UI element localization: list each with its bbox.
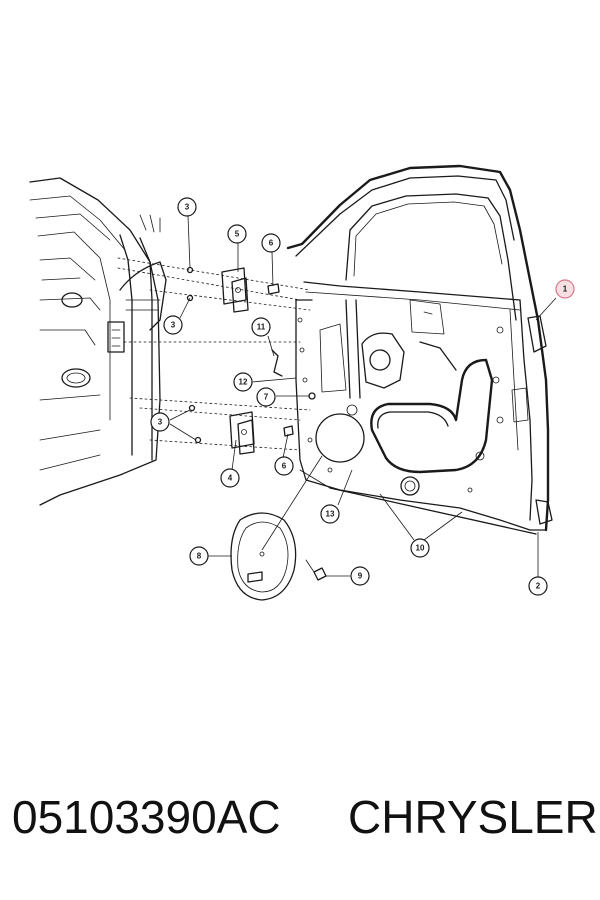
svg-text:13: 13 xyxy=(326,510,335,519)
svg-text:3: 3 xyxy=(185,203,190,212)
part-number: 05103390AC xyxy=(12,791,281,843)
callout-9: 9 xyxy=(350,566,370,586)
body-a-pillar xyxy=(29,177,167,506)
callout-11: 11 xyxy=(251,317,271,337)
svg-text:3: 3 xyxy=(158,418,163,427)
callout-3: 3 xyxy=(163,315,183,335)
speaker-screw xyxy=(305,559,327,581)
callout-1: 1 xyxy=(555,279,575,299)
callout-8: 8 xyxy=(189,546,209,566)
callout-4: 4 xyxy=(220,468,240,488)
callout-10: 10 xyxy=(410,538,430,558)
speaker xyxy=(230,512,297,601)
caption: 05103390AC CHRYSLER xyxy=(0,790,600,870)
brand-name: CHRYSLER xyxy=(348,791,598,843)
svg-text:3: 3 xyxy=(171,321,176,330)
upper-hinge xyxy=(221,267,249,313)
svg-text:1: 1 xyxy=(563,285,568,294)
svg-text:6: 6 xyxy=(269,239,274,248)
callout-2: 2 xyxy=(528,576,548,596)
callout-3: 3 xyxy=(150,412,170,432)
svg-text:12: 12 xyxy=(239,378,248,387)
svg-text:2: 2 xyxy=(536,582,541,591)
callout-13: 13 xyxy=(320,504,340,524)
svg-text:11: 11 xyxy=(257,323,266,332)
door-shell xyxy=(286,164,553,535)
svg-text:9: 9 xyxy=(358,572,363,581)
callout-6: 6 xyxy=(261,233,281,253)
svg-text:8: 8 xyxy=(197,552,202,561)
alignment-lines xyxy=(117,257,311,451)
callout-6: 6 xyxy=(274,456,294,476)
callout-12: 12 xyxy=(233,372,253,392)
svg-text:4: 4 xyxy=(228,474,233,483)
lower-hinge xyxy=(229,411,255,455)
callout-7: 7 xyxy=(256,387,276,407)
svg-text:7: 7 xyxy=(264,393,269,402)
callout-5: 5 xyxy=(227,224,247,244)
callout-3: 3 xyxy=(177,197,197,217)
svg-text:5: 5 xyxy=(235,230,240,239)
door-parts-diagram: 1 2 3 3 3 4 5 6 6 7 8 9 10 11 12 13 xyxy=(29,164,575,601)
leader-lines xyxy=(169,215,557,578)
svg-text:10: 10 xyxy=(416,544,425,553)
svg-text:6: 6 xyxy=(282,462,287,471)
